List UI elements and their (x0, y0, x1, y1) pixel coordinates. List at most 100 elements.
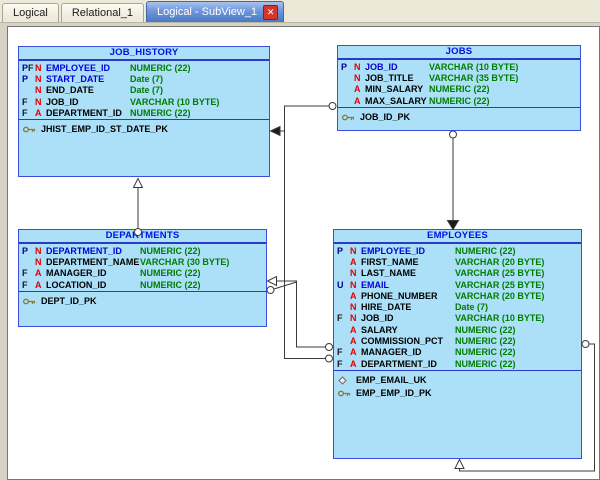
null-flag: A (350, 290, 357, 301)
column-type: VARCHAR (10 BYTE) (429, 61, 519, 72)
column-name: FIRST_NAME (361, 256, 419, 267)
null-flag: N (350, 313, 357, 324)
column-name: END_DATE (46, 85, 94, 96)
null-flag: N (35, 245, 42, 256)
column-type: VARCHAR (20 BYTE) (455, 290, 545, 301)
column-name: COMMISSION_PCT (361, 336, 444, 347)
key-row[interactable]: EMP_EMAIL_UK (338, 374, 581, 387)
tab-label: Relational_1 (71, 7, 134, 19)
column-name: EMPLOYEE_ID (361, 245, 426, 256)
column-name: JOB_ID (361, 313, 394, 324)
column-type: NUMERIC (22) (455, 324, 516, 335)
column-type: NUMERIC (22) (429, 84, 490, 95)
key-row[interactable]: EMP_EMP_ID_PK (338, 387, 581, 400)
key-label: JOB_ID_PK (360, 112, 411, 123)
table-title: JOB_HISTORY (19, 47, 269, 61)
attribute-row[interactable]: N HIRE_DATE Date (7) (337, 302, 581, 313)
key-row[interactable]: JOB_ID_PK (342, 111, 580, 124)
column-name: MANAGER_ID (361, 347, 422, 358)
key-list: JOB_ID_PK (338, 106, 580, 130)
key-row[interactable]: DEPT_ID_PK (23, 295, 266, 308)
key-flag: F (337, 347, 343, 358)
column-name: LOCATION_ID (46, 279, 107, 290)
column-type: VARCHAR (25 BYTE) (455, 268, 545, 279)
column-name: DEPARTMENT_NAME (46, 256, 140, 267)
key-flag: F (337, 358, 343, 369)
column-name: JOB_TITLE (365, 72, 414, 83)
key-flag: F (22, 268, 28, 279)
column-type: NUMERIC (22) (455, 336, 516, 347)
tab-relational-1[interactable]: Relational_1 (60, 3, 145, 22)
null-flag: A (350, 324, 357, 335)
key-label: EMP_EMAIL_UK (356, 375, 427, 386)
column-name: MAX_SALARY (365, 95, 427, 106)
unique-key-icon (338, 376, 347, 385)
column-name: MANAGER_ID (46, 268, 107, 279)
null-flag: N (35, 96, 42, 107)
column-type: NUMERIC (22) (455, 245, 516, 256)
key-flag: P (22, 73, 29, 84)
column-type: VARCHAR (25 BYTE) (455, 279, 545, 290)
column-name: MIN_SALARY (365, 84, 424, 95)
column-type: VARCHAR (10 BYTE) (130, 96, 220, 107)
column-type: NUMERIC (22) (429, 95, 490, 106)
column-name: LAST_NAME (361, 268, 417, 279)
tab-logical-subview-1[interactable]: Logical - SubView_1 ✕ (146, 1, 285, 22)
attribute-row[interactable]: N LAST_NAME VARCHAR (25 BYTE) (337, 268, 581, 279)
key-flag: F (22, 96, 28, 107)
column-type: NUMERIC (22) (455, 347, 516, 358)
column-type: VARCHAR (30 BYTE) (140, 256, 230, 267)
close-tab-icon[interactable]: ✕ (263, 4, 279, 20)
tab-label: Logical (13, 7, 48, 19)
null-flag: A (350, 347, 357, 358)
column-type: VARCHAR (20 BYTE) (455, 256, 545, 267)
column-type: Date (7) (455, 302, 489, 313)
null-flag: N (350, 268, 357, 279)
table-title: DEPARTMENTS (19, 230, 266, 244)
column-name: JOB_ID (46, 96, 79, 107)
key-flag: F (22, 279, 28, 290)
key-flag: P (337, 245, 344, 256)
column-type: NUMERIC (22) (140, 268, 201, 279)
null-flag: N (354, 72, 361, 83)
key-label: DEPT_ID_PK (41, 296, 97, 307)
tab-logical[interactable]: Logical (2, 3, 59, 22)
key-row[interactable]: JHIST_EMP_ID_ST_DATE_PK (23, 123, 269, 136)
column-name: DEPARTMENT_ID (46, 245, 122, 256)
null-flag: N (350, 302, 357, 313)
null-flag: A (35, 279, 42, 290)
primary-key-icon (338, 390, 351, 397)
column-type: NUMERIC (22) (140, 245, 201, 256)
column-name: HIRE_DATE (361, 302, 412, 313)
